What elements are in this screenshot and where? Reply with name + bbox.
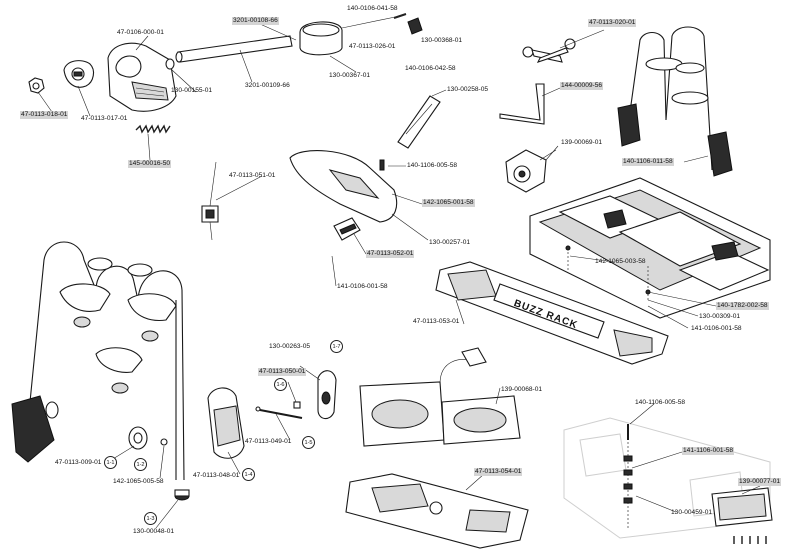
part-label: 47-0113-052-01 — [366, 250, 415, 258]
assembled-carrier-part — [617, 26, 733, 177]
part-label: 140-0106-042-58 — [405, 65, 456, 72]
keys-part — [522, 38, 576, 63]
light-screws-part — [623, 424, 633, 530]
part-label: 140-1106-005-58 — [407, 162, 458, 169]
part-label: 130-00263-05 — [269, 343, 311, 350]
ratchet-strap-part — [397, 95, 441, 149]
part-label: 144-00009-56 — [560, 82, 604, 90]
callout-badge: 1-6 — [274, 378, 287, 391]
part-label: 139-00069-01 — [561, 139, 603, 146]
part-label: 139-00077-01 — [738, 478, 782, 486]
number-plate-bracket-part — [345, 473, 529, 549]
side-clamp-part — [207, 387, 245, 459]
part-label: 140-1782-002-58 — [716, 302, 769, 310]
part-label: 130-00309-01 — [699, 313, 741, 320]
screw-part — [379, 159, 385, 171]
part-label: 47-0113-017-01 — [81, 115, 128, 122]
callout-badge: 1-5 — [302, 436, 315, 449]
knob-nut-part — [28, 77, 45, 94]
part-label: 130-00459-01 — [671, 509, 713, 516]
part-label: 142-1065-005-58 — [113, 478, 164, 485]
part-label: 47-0113-049-01 — [245, 438, 292, 445]
lamp-bar-part — [435, 261, 669, 365]
leader-lines — [37, 23, 761, 529]
part-label: 47-0113-050-01 — [258, 368, 307, 376]
callout-badge: 1-3 — [144, 512, 157, 525]
washer-part — [160, 438, 168, 446]
strap-buckle-part — [333, 217, 361, 241]
clamp-knob-part — [63, 60, 95, 88]
left-clamp-part — [11, 395, 59, 463]
pivot-pin-part — [255, 406, 303, 419]
small-screw-part — [293, 401, 301, 409]
hex-key-part — [499, 83, 545, 125]
part-label: 140-0106-041-58 — [347, 5, 398, 12]
carrier-platform-part — [529, 177, 771, 319]
part-label: 47-0113-026-01 — [349, 43, 396, 50]
callout-badge: 1-4 — [242, 468, 255, 481]
tube-clamp-part — [299, 15, 401, 56]
part-label: 140-1106-005-58 — [635, 399, 686, 406]
foot-cap-part — [174, 489, 190, 501]
pins-part — [565, 245, 651, 302]
part-label: 141-0106-001-58 — [337, 283, 388, 290]
end-cap-part — [407, 17, 423, 35]
spacer-part — [165, 58, 175, 70]
lock-cylinder-part — [505, 149, 557, 193]
wiring-tag-part — [201, 161, 219, 241]
part-label: 141-0106-001-58 — [691, 325, 742, 332]
lamp-housing-part — [359, 347, 521, 447]
callout-badge: 1-2 — [134, 458, 147, 471]
bolt-small-part — [393, 13, 407, 19]
part-label: 3201-00109-66 — [245, 82, 290, 89]
part-label: 47-0113-054-01 — [474, 468, 523, 476]
part-label: 142-1065-001-58 — [422, 199, 475, 207]
part-label: 130-00155-01 — [171, 87, 213, 94]
part-label: 47-0113-053-01 — [413, 318, 460, 325]
part-label: 140-1106-011-58 — [622, 158, 674, 166]
part-label: 47-0113-020-01 — [588, 19, 637, 27]
wheel-cradle-part — [289, 150, 398, 223]
part-label: 139-00068-01 — [501, 386, 543, 393]
main-tube-part — [175, 35, 293, 63]
part-label: 130-00257-01 — [429, 239, 471, 246]
clamp-housing-part — [107, 42, 177, 112]
part-label: 130-00048-01 — [133, 528, 175, 535]
callout-badge: 1-7 — [330, 340, 343, 353]
part-label: 130-00368-01 — [421, 37, 463, 44]
ratchet-wheel-part — [128, 426, 148, 450]
part-label: 145-00016-50 — [128, 160, 172, 168]
part-label: 47-0113-018-01 — [20, 111, 69, 119]
part-label: 142-1065-003-58 — [595, 258, 646, 265]
part-label: 47-0113-009-01 — [55, 459, 102, 466]
part-label: 3201-00108-66 — [232, 17, 279, 25]
part-label: 141-1106-001-58 — [682, 447, 735, 455]
part-label: 47-0113-051-01 — [229, 172, 276, 179]
callout-badge: 1-1 — [104, 456, 117, 469]
part-label: 47-0106-000-01 — [117, 29, 164, 36]
part-label: 130-00258-05 — [447, 86, 489, 93]
part-label: 47-0113-048-01 — [193, 472, 240, 479]
part-label: 130-00367-01 — [329, 72, 371, 79]
spring-part — [135, 124, 171, 134]
upright-frame-part — [29, 241, 185, 481]
locking-lever-part — [317, 370, 337, 420]
reflector-part — [711, 487, 773, 544]
